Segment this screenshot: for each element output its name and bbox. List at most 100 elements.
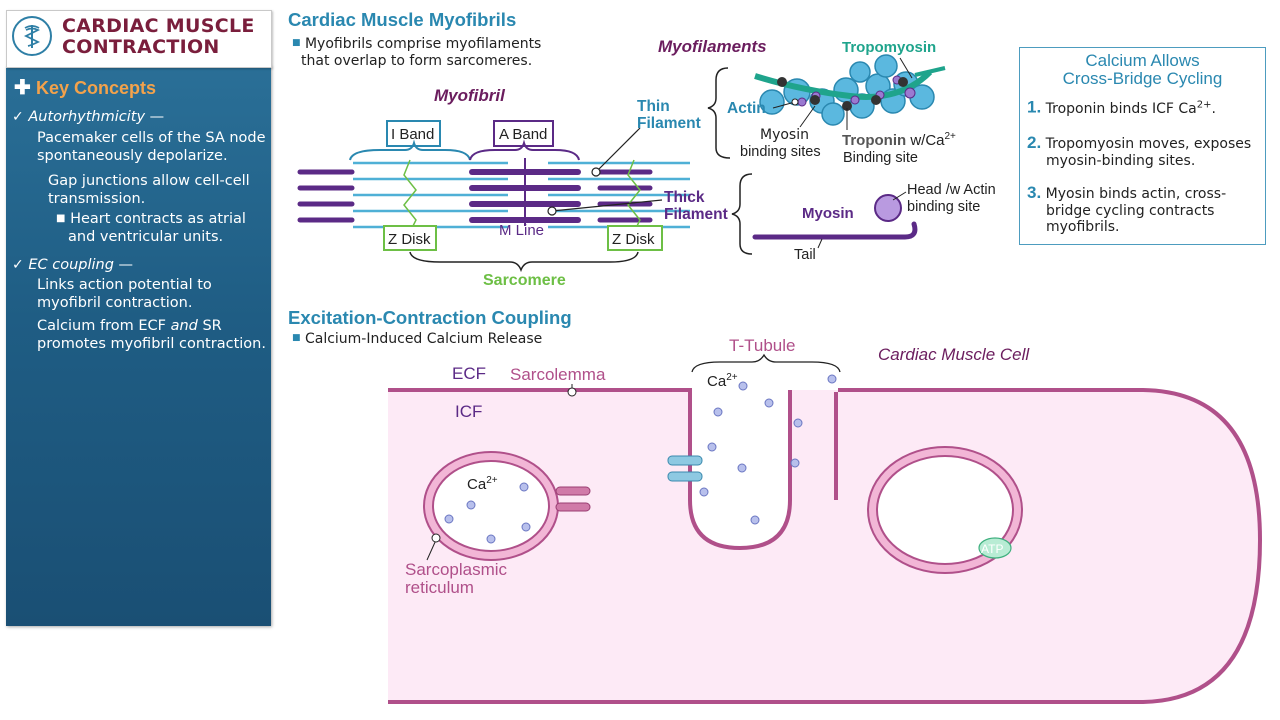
thick-filament-label-1: Thick xyxy=(664,189,705,206)
step-text: bridge cycling contracts xyxy=(1046,203,1215,219)
head-pointer xyxy=(892,191,907,201)
binding-sites-pointer xyxy=(799,105,816,128)
step-text: Myosin binds actin, cross- xyxy=(1045,186,1227,202)
ca-sup: 2+ xyxy=(486,475,498,486)
thin-pointer-dot xyxy=(591,167,601,177)
z-disk-label-right: Z Disk xyxy=(612,231,655,248)
text-line: Gap junctions allow cell-cell xyxy=(48,173,250,189)
i-band-label: I Band xyxy=(391,126,434,143)
text-line: Myofibrils comprise myofilaments xyxy=(304,36,542,52)
ca-text: Ca xyxy=(467,476,487,493)
calcium-step-2: 2. Tropomyosin moves, exposes myosin-bin… xyxy=(1027,133,1263,169)
step-number: 1. xyxy=(1027,97,1042,117)
ec-coupling-desc: Links action potential to myofibril cont… xyxy=(37,276,212,312)
text-line: Heart contracts as atrial xyxy=(70,211,246,227)
ecf-label: ECF xyxy=(452,364,486,383)
thick-pointer-dot xyxy=(547,206,557,216)
atp-pump xyxy=(978,537,1012,559)
calcium-ions xyxy=(444,374,837,544)
text-line: promotes myofibril contraction. xyxy=(37,336,266,352)
sarcomere-label: Sarcomere xyxy=(483,272,566,289)
ec-coupling-item: ✓ EC coupling — xyxy=(12,256,133,274)
calcium-box xyxy=(1019,47,1266,245)
l-type-channel-bottom xyxy=(667,471,703,482)
autorhythmicity-item: ✓ Autorhythmicity — xyxy=(12,108,164,126)
cell-cytoplasm xyxy=(388,390,1260,702)
z-disk-box-right xyxy=(607,225,663,251)
a-band-label: A Band xyxy=(499,126,547,143)
sarcolemma-membrane-left xyxy=(388,388,792,551)
t-tubule-label: T-Tubule xyxy=(729,336,795,355)
i-band-brace xyxy=(349,139,471,161)
text-part: Calcium from ECF xyxy=(37,318,171,334)
step-text-end: . xyxy=(1211,100,1216,117)
t-tubule-brace xyxy=(691,353,841,373)
l-type-channel-top xyxy=(667,455,703,466)
myosin-tail-shape xyxy=(752,221,918,240)
text-line: and ventricular units. xyxy=(68,229,224,245)
bullet-icon: ■ xyxy=(292,38,301,48)
thin-pointer-line xyxy=(595,127,641,173)
dash: — xyxy=(113,257,134,273)
page-title: CARDIAC MUSCLE CONTRACTION xyxy=(62,16,262,58)
t-tubule-ca-label: Ca2+ xyxy=(707,372,738,390)
step-text: myosin-binding sites. xyxy=(1046,153,1196,169)
thick-filament-label-2: Filament xyxy=(664,206,728,223)
text-line: spontaneously depolarize. xyxy=(37,148,228,164)
autorhythmicity-title: Autorhythmicity xyxy=(28,109,146,125)
sarcolemma-pointer-dot xyxy=(567,387,577,397)
troponin-label: Troponin w/Ca2+ xyxy=(842,131,956,149)
text-part: SR xyxy=(197,318,222,334)
sr-lumen xyxy=(432,460,550,552)
tail-label: Tail xyxy=(794,247,816,263)
text-line: Calcium-Induced Calcium Release xyxy=(304,331,543,347)
bullet-icon: ■ xyxy=(292,333,301,343)
calcium-desc: Calcium from ECF and SR promotes myofibr… xyxy=(37,317,266,353)
gap-junctions-desc: Gap junctions allow cell-cell transmissi… xyxy=(48,172,250,208)
sarcomere-brace xyxy=(409,251,639,273)
text-part: and xyxy=(170,318,198,334)
myosin-head-shape xyxy=(874,194,902,222)
text-line: myofibril contraction. xyxy=(37,295,193,311)
title-line: Cross-Bridge Cycling xyxy=(1062,69,1223,88)
icf-label: ICF xyxy=(455,402,482,421)
step-text: myofibrils. xyxy=(1046,219,1120,235)
ryr-channel-bottom xyxy=(555,502,591,512)
head-label-1: Head /w Actin xyxy=(907,182,996,198)
thick-pointer-line xyxy=(551,199,663,212)
sr-pointer xyxy=(426,539,437,561)
ryr-channel-top xyxy=(555,486,591,496)
myofilaments-brace-bottom xyxy=(731,173,753,255)
text-line: Links action potential to xyxy=(37,277,212,293)
tropomyosin-label: Tropomyosin xyxy=(842,39,936,56)
thin-filament-label-2: Filament xyxy=(637,115,701,132)
myofibrils-note: ■ Myofibrils comprise myofilaments that … xyxy=(292,35,541,70)
tropomyosin-pointer xyxy=(899,57,913,79)
step-text: Tropomyosin moves, exposes xyxy=(1045,136,1252,152)
check-icon: ✓ xyxy=(12,109,24,125)
atp-label: ATP xyxy=(981,542,1003,556)
dash: — xyxy=(145,109,165,125)
myofibril-label: Myofibril xyxy=(434,86,506,105)
text-line: that overlap to form sarcomeres. xyxy=(301,53,533,69)
troponin-rest: w/Ca xyxy=(906,132,945,149)
sarcolemma-membrane-right xyxy=(388,388,1263,704)
title-line-1: CARDIAC MUSCLE xyxy=(62,15,255,37)
title-line: Calcium Allows xyxy=(1085,51,1200,70)
myofilaments-brace-top xyxy=(707,67,731,159)
myosin-label: Myosin xyxy=(802,205,854,222)
z-disk-box-left xyxy=(383,225,437,251)
step-number: 3. xyxy=(1027,183,1042,202)
ecc-note: ■ Calcium-Induced Calcium Release xyxy=(292,330,542,348)
ecc-heading: Excitation-Contraction Coupling xyxy=(288,307,572,328)
step-text: Troponin binds ICF Ca xyxy=(1045,100,1197,117)
step-sup: 2+ xyxy=(1196,99,1212,110)
title-line-2: CONTRACTION xyxy=(62,36,220,58)
troponin-sup: 2+ xyxy=(945,131,957,142)
myosin-binding-sites-label-1: Myosin xyxy=(760,127,809,143)
actin-label: Actin xyxy=(727,100,766,117)
troponin-binding-site-label: Binding site xyxy=(843,150,918,166)
cardiac-muscle-cell-label: Cardiac Muscle Cell xyxy=(878,345,1030,364)
autorhythmicity-desc: Pacemaker cells of the SA node spontaneo… xyxy=(37,129,266,165)
